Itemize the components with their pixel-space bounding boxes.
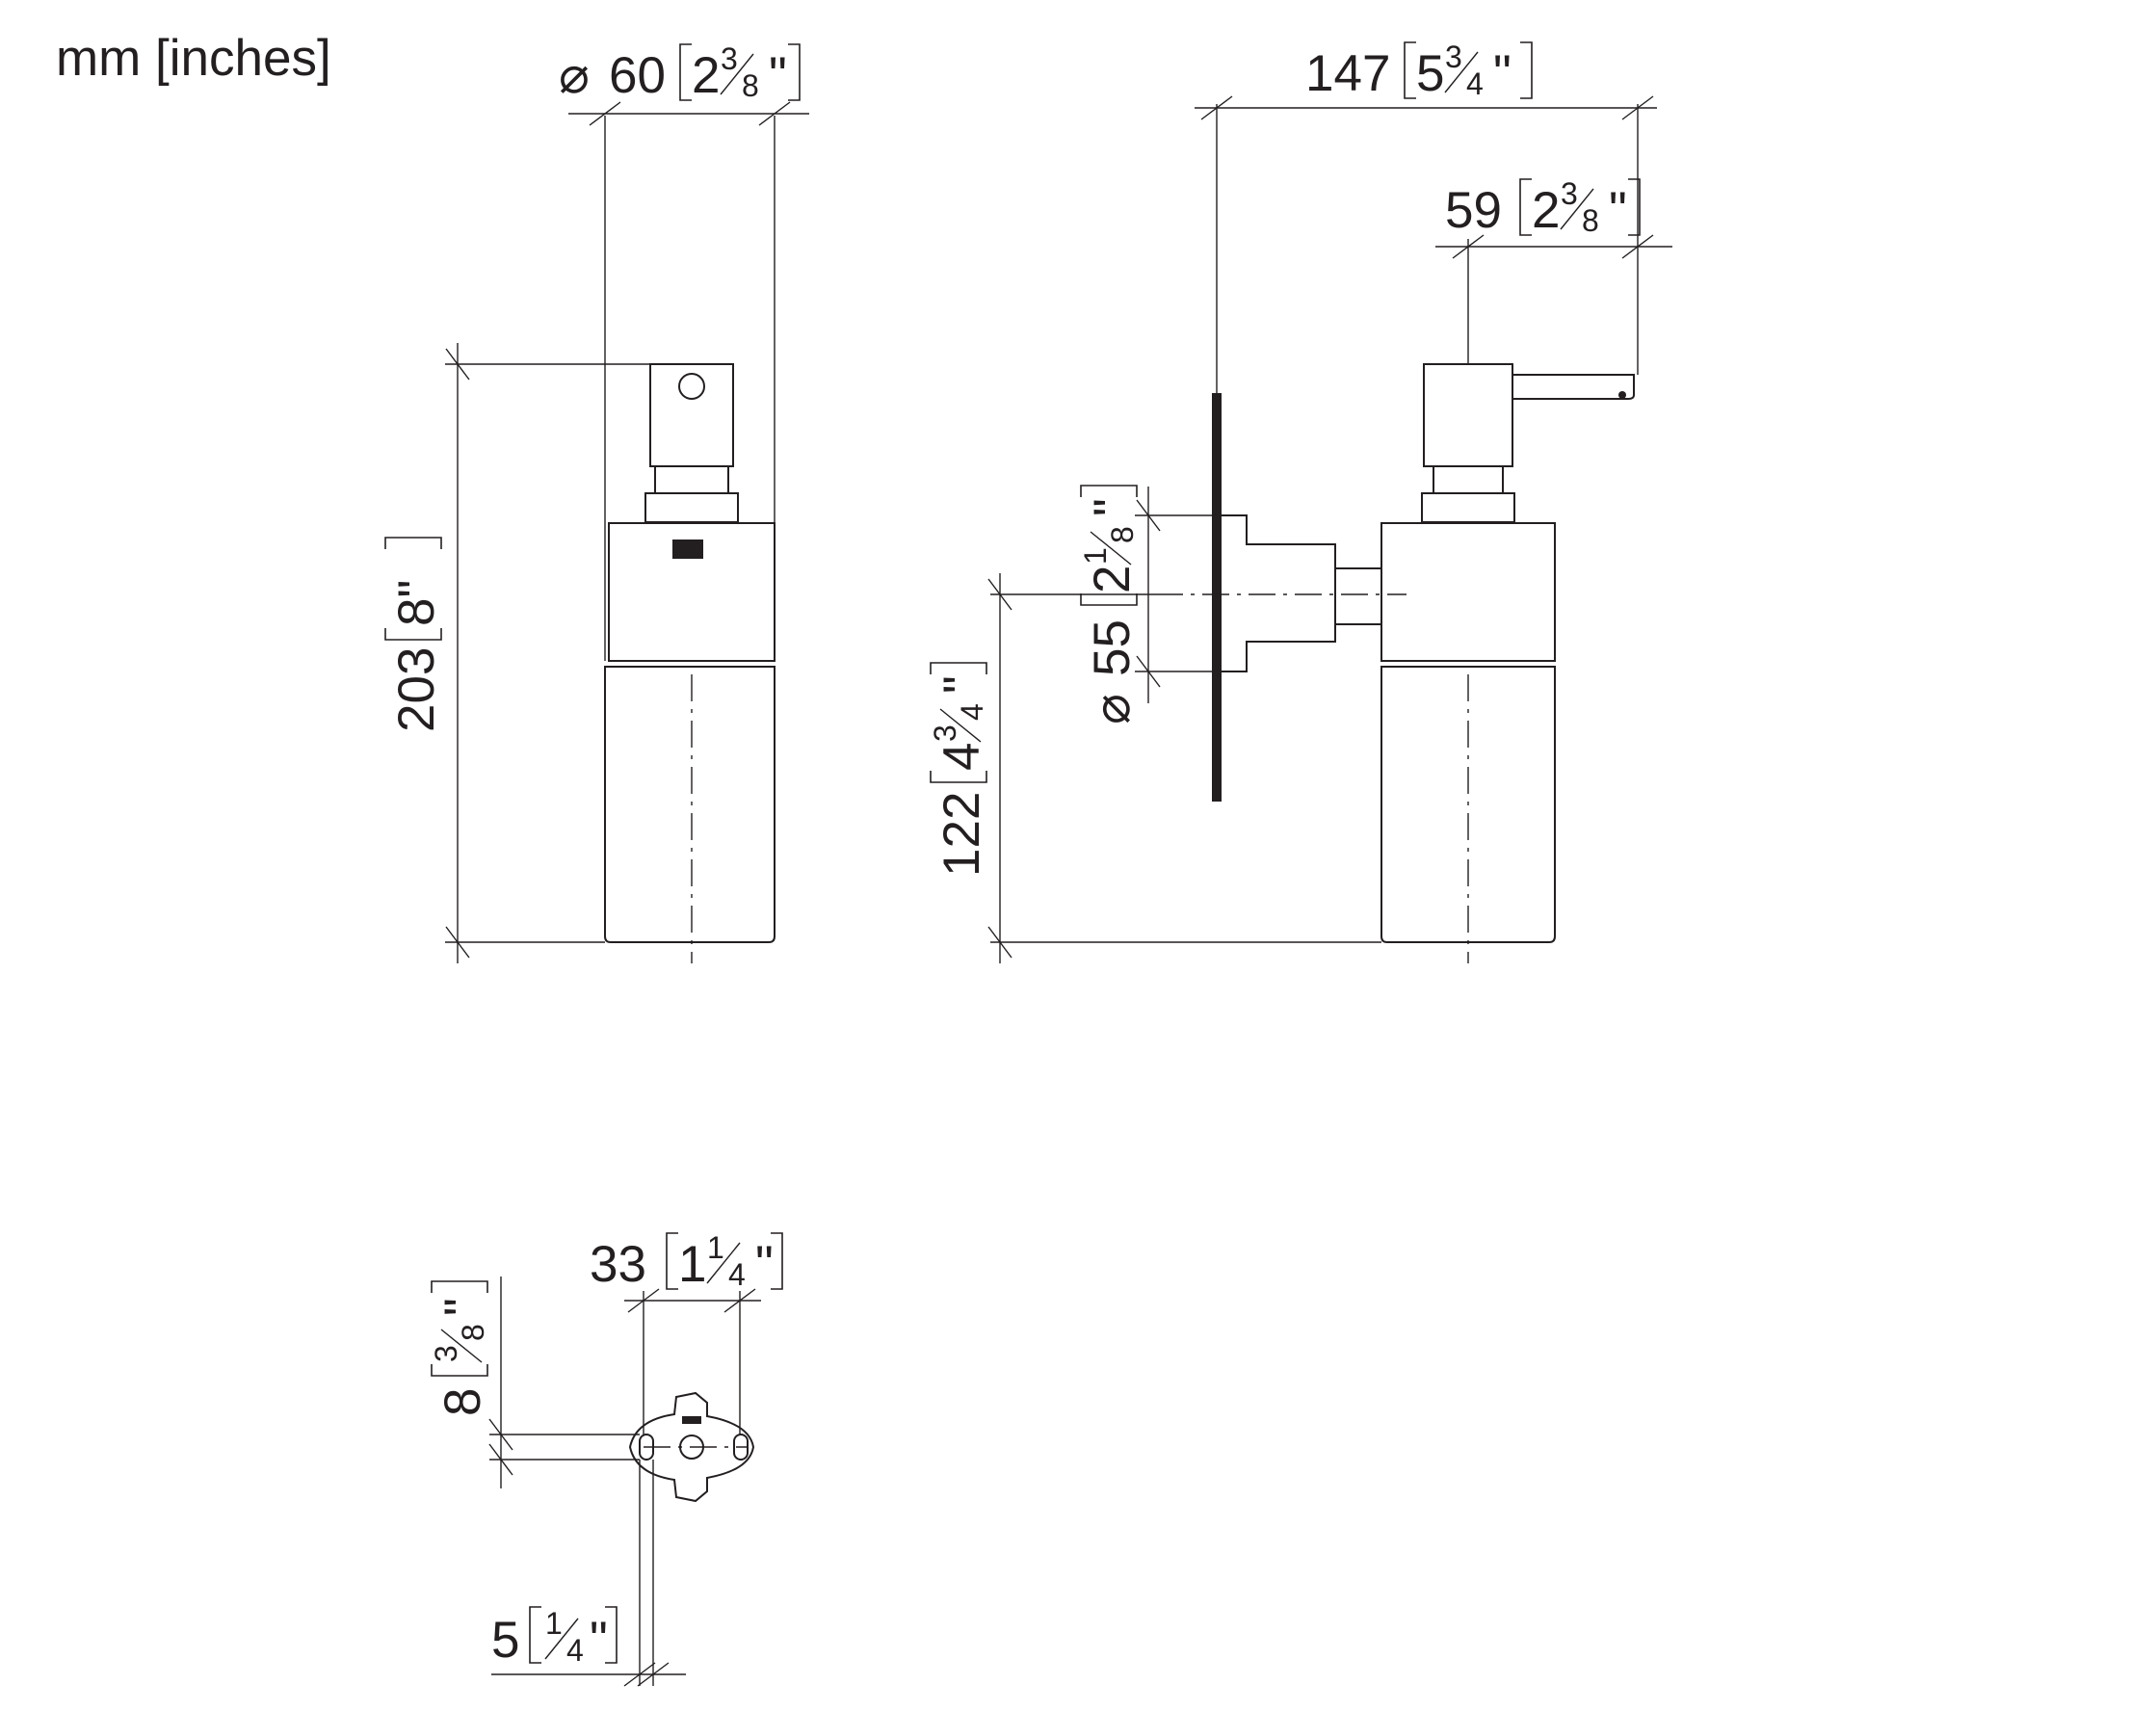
dim-147-inch-mark: ": [1493, 45, 1512, 102]
dim-33-mm: 33: [590, 1236, 646, 1293]
dim-8-tick-top: [488, 1418, 513, 1451]
dim-147-denominator: 4: [1466, 66, 1484, 101]
dim-55-fraction-bar: [1090, 531, 1132, 566]
dim-60-tick-left: [589, 101, 621, 126]
dim-5-bracket: [529, 1606, 618, 1664]
dim-33-inch-mark: ": [755, 1236, 774, 1293]
dim-5-mm: 5: [491, 1612, 519, 1669]
dim-55-numerator: 1: [1078, 547, 1113, 565]
dim-60-denominator: 8: [742, 68, 759, 103]
dim-8-numerator: 3: [429, 1345, 463, 1362]
dim-33-tick-right: [723, 1288, 756, 1313]
dim-59-numerator: 3: [1561, 176, 1578, 211]
dim-59-tick-right: [1621, 234, 1654, 259]
dim-147-whole: 5: [1416, 45, 1444, 102]
dim-55-mm: 55: [1084, 619, 1141, 676]
front-pump-neck: [654, 465, 729, 494]
dim-33-numerator: 1: [707, 1230, 724, 1265]
side-pump-collar: [1421, 492, 1515, 523]
dim-8-fraction-bar: [440, 1329, 483, 1363]
dim-60-fraction-bar: [720, 53, 754, 95]
dim-122-tick-top: [987, 578, 1012, 611]
dim-33-bracket: [666, 1232, 783, 1290]
dim-147-tick-right: [1621, 95, 1654, 120]
dim-5-tick-right: [637, 1662, 670, 1687]
dim-33-tick-left: [627, 1288, 660, 1313]
side-view: 147 5 3 4 " 59 2 3 8 " ⌀ 55 2 1 8: [928, 39, 1672, 963]
dim-60-whole: 2: [692, 47, 720, 104]
dim-55-denominator: 8: [1105, 526, 1140, 543]
dim-59-mm: 59: [1445, 182, 1502, 239]
dim-55-tick-top: [1136, 499, 1161, 532]
dim-122-bracket: [930, 662, 987, 783]
dim-8-denominator: 8: [456, 1324, 490, 1341]
front-pump-collar: [644, 492, 739, 523]
dim-122-denominator: 4: [955, 703, 989, 721]
dim-8-inch-mark: ": [434, 1298, 491, 1316]
dim-203-tick-bottom: [445, 926, 470, 959]
dim-59-denominator: 8: [1582, 203, 1599, 238]
bracket-view: 33 1 1 4 " 8 3 8 " 5 1 4 ": [429, 1230, 783, 1687]
front-body-lower: [604, 666, 776, 943]
dim-122-numerator: 3: [928, 724, 962, 742]
dim-8-tick-bottom: [488, 1443, 513, 1476]
dim-5-inch-mark: ": [590, 1612, 608, 1669]
side-body-lower: [1380, 666, 1556, 943]
dim-203-tick-top: [445, 348, 470, 381]
side-spout: [1512, 374, 1635, 400]
dim-33-whole: 1: [678, 1236, 706, 1293]
dim-203-bracket: [384, 537, 442, 641]
dim-59-fraction-bar: [1560, 188, 1594, 230]
dim-59-bracket: [1519, 178, 1641, 236]
bracket-logo-mark: [682, 1416, 701, 1424]
dim-33-denominator: 4: [728, 1257, 746, 1292]
dim-122-inch-mark: ": [933, 675, 990, 694]
dim-122-tick-bottom: [987, 926, 1012, 959]
dim-60-diameter-symbol: ⌀: [559, 47, 590, 104]
dim-122-whole: 4: [933, 743, 990, 771]
dim-147-tick-left: [1200, 95, 1233, 120]
dim-60-inch-mark: ": [769, 47, 787, 104]
units-label: mm [inches]: [56, 30, 331, 87]
front-view: ⌀ 60 2 3 8 " 203 8": [384, 41, 809, 963]
dim-203-mm: 203: [388, 647, 445, 732]
dim-60-tick-right: [758, 101, 791, 126]
side-pump-head: [1423, 363, 1513, 467]
dim-59-tick-left: [1452, 234, 1485, 259]
dim-8-mm: 8: [434, 1388, 491, 1416]
dim-122-fraction-bar: [939, 708, 982, 743]
dim-8-bracket: [431, 1280, 488, 1377]
dim-59-inch-mark: ": [1609, 182, 1627, 239]
dim-55-bracket: [1080, 485, 1138, 606]
dim-55-diameter-symbol: ⌀: [1084, 694, 1141, 724]
dim-55-inch-mark: ": [1084, 498, 1141, 516]
dim-60-mm: 60: [609, 47, 666, 104]
front-nozzle-hole: [678, 373, 705, 400]
dim-55-whole: 2: [1084, 566, 1141, 593]
dim-5-denominator: 4: [566, 1633, 584, 1668]
dim-147-bracket: [1404, 41, 1533, 99]
dim-55-tick-bottom: [1136, 655, 1161, 688]
side-wall-plate: [1212, 393, 1222, 802]
dim-147-fraction-bar: [1444, 51, 1479, 93]
dim-33-fraction-bar: [706, 1242, 741, 1284]
dim-147-numerator: 3: [1445, 39, 1462, 74]
side-wall-bracket: [1221, 514, 1382, 672]
dim-5-numerator: 1: [545, 1606, 563, 1641]
side-body-upper: [1380, 522, 1556, 662]
dim-60-numerator: 3: [721, 41, 738, 76]
dim-5-tick-left: [623, 1662, 656, 1687]
side-pump-neck: [1433, 465, 1504, 494]
front-pump-head: [649, 363, 734, 467]
dim-122-mm: 122: [933, 792, 990, 877]
front-logo-mark: [672, 540, 703, 559]
dim-59-whole: 2: [1532, 182, 1560, 239]
side-spout-tip: [1618, 391, 1626, 399]
dim-60-bracket: [679, 43, 801, 101]
dim-147-mm: 147: [1305, 45, 1390, 102]
dim-203-inch: 8": [388, 580, 445, 626]
dim-5-fraction-bar: [544, 1618, 579, 1660]
